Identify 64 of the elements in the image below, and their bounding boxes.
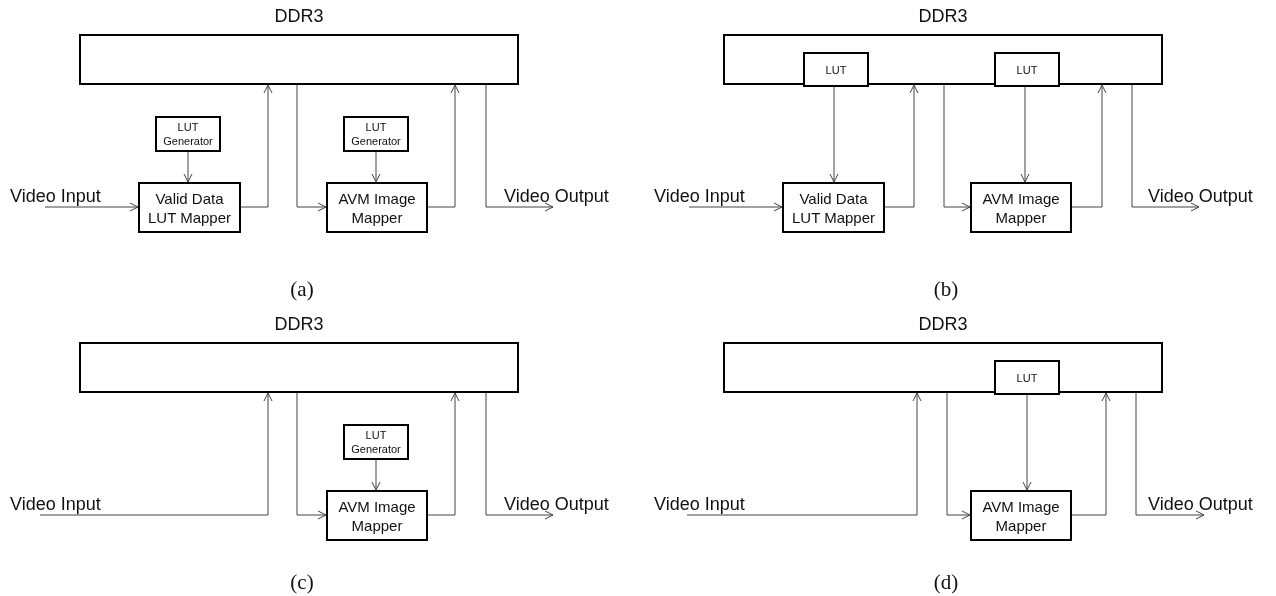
arrow [240, 84, 273, 208]
box-label: Valid Data LUT Mapper [146, 188, 233, 227]
box-label: AVM Image Mapper [981, 188, 1061, 227]
signal-label: Video Input [10, 186, 101, 207]
process-box [326, 182, 428, 233]
arrow [688, 202, 783, 212]
arrow [371, 151, 381, 183]
process-box [970, 490, 1072, 541]
block-title: DDR3 [273, 314, 325, 335]
box-label: LUT [1016, 370, 1038, 385]
arrow [183, 151, 193, 183]
signal-label: Video Input [654, 494, 745, 515]
panel-caption: (c) [290, 570, 314, 595]
arrow [371, 459, 381, 491]
process-box [326, 490, 428, 541]
arrow [427, 84, 460, 208]
lut-box [803, 52, 869, 87]
arrow [884, 84, 919, 208]
arrow [427, 392, 460, 516]
box-label: LUT Generator [350, 428, 402, 456]
arrow [44, 202, 139, 212]
generator-box [155, 116, 221, 152]
process-box [970, 182, 1072, 233]
process-box [138, 182, 241, 233]
box-label: LUT [825, 62, 847, 77]
panel-caption: (d) [933, 570, 959, 595]
arrow [296, 84, 327, 212]
arrow [39, 392, 273, 516]
arrow [485, 392, 554, 520]
arrow [1020, 86, 1030, 183]
box-label: AVM Image Mapper [337, 496, 417, 535]
box-label: AVM Image Mapper [981, 496, 1061, 535]
lut-box [994, 52, 1060, 87]
arrow [1135, 392, 1205, 520]
block-title: DDR3 [273, 6, 325, 27]
signal-label: Video Output [504, 494, 609, 515]
arrow [829, 86, 839, 183]
arrow [485, 84, 554, 212]
arrow [1022, 394, 1032, 491]
block-title: DDR3 [917, 314, 969, 335]
arrow [946, 392, 971, 520]
panel-caption: (b) [933, 277, 959, 302]
signal-label: Video Input [654, 186, 745, 207]
signal-label: Video Input [10, 494, 101, 515]
box-label: LUT [1016, 62, 1038, 77]
arrow [1071, 84, 1107, 208]
signal-label: Video Output [504, 186, 609, 207]
process-box [782, 182, 885, 233]
box-label: AVM Image Mapper [337, 188, 417, 227]
box-label: LUT Generator [350, 120, 402, 148]
arrow [296, 392, 327, 520]
box-label: LUT Generator [162, 120, 214, 148]
lut-box [994, 360, 1060, 395]
arrow [1071, 392, 1111, 516]
arrow [1131, 84, 1200, 212]
signal-label: Video Output [1148, 186, 1253, 207]
block-title: DDR3 [917, 6, 969, 27]
signal-label: Video Output [1148, 494, 1253, 515]
panel-caption: (a) [290, 277, 314, 302]
box-label: Valid Data LUT Mapper [790, 188, 877, 227]
arrow [943, 84, 971, 212]
generator-box [343, 116, 409, 152]
generator-box [343, 424, 409, 460]
arrow [686, 392, 922, 516]
